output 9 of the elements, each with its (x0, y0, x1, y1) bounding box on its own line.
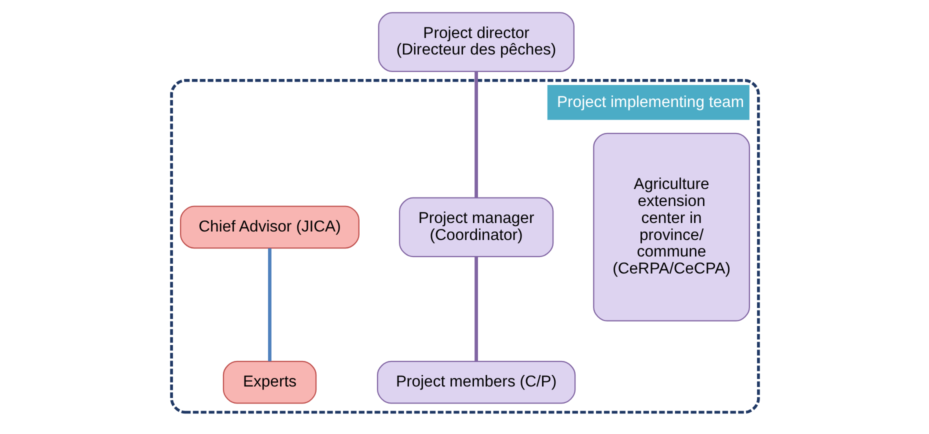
connector (474, 72, 478, 198)
connector (474, 256, 478, 362)
connector (268, 248, 271, 362)
node-box: Project director (Directeur des pêches) (378, 12, 574, 72)
node-box: Project manager (Coordinator) (398, 197, 554, 258)
node-box: Experts (222, 360, 316, 404)
node-box: Agriculture extension center in province/ commune (CeRPA/CeCPA) (592, 132, 750, 322)
node-box: Project members (C/P) (376, 360, 576, 404)
node-box: Chief Advisor (JICA) (180, 206, 359, 249)
